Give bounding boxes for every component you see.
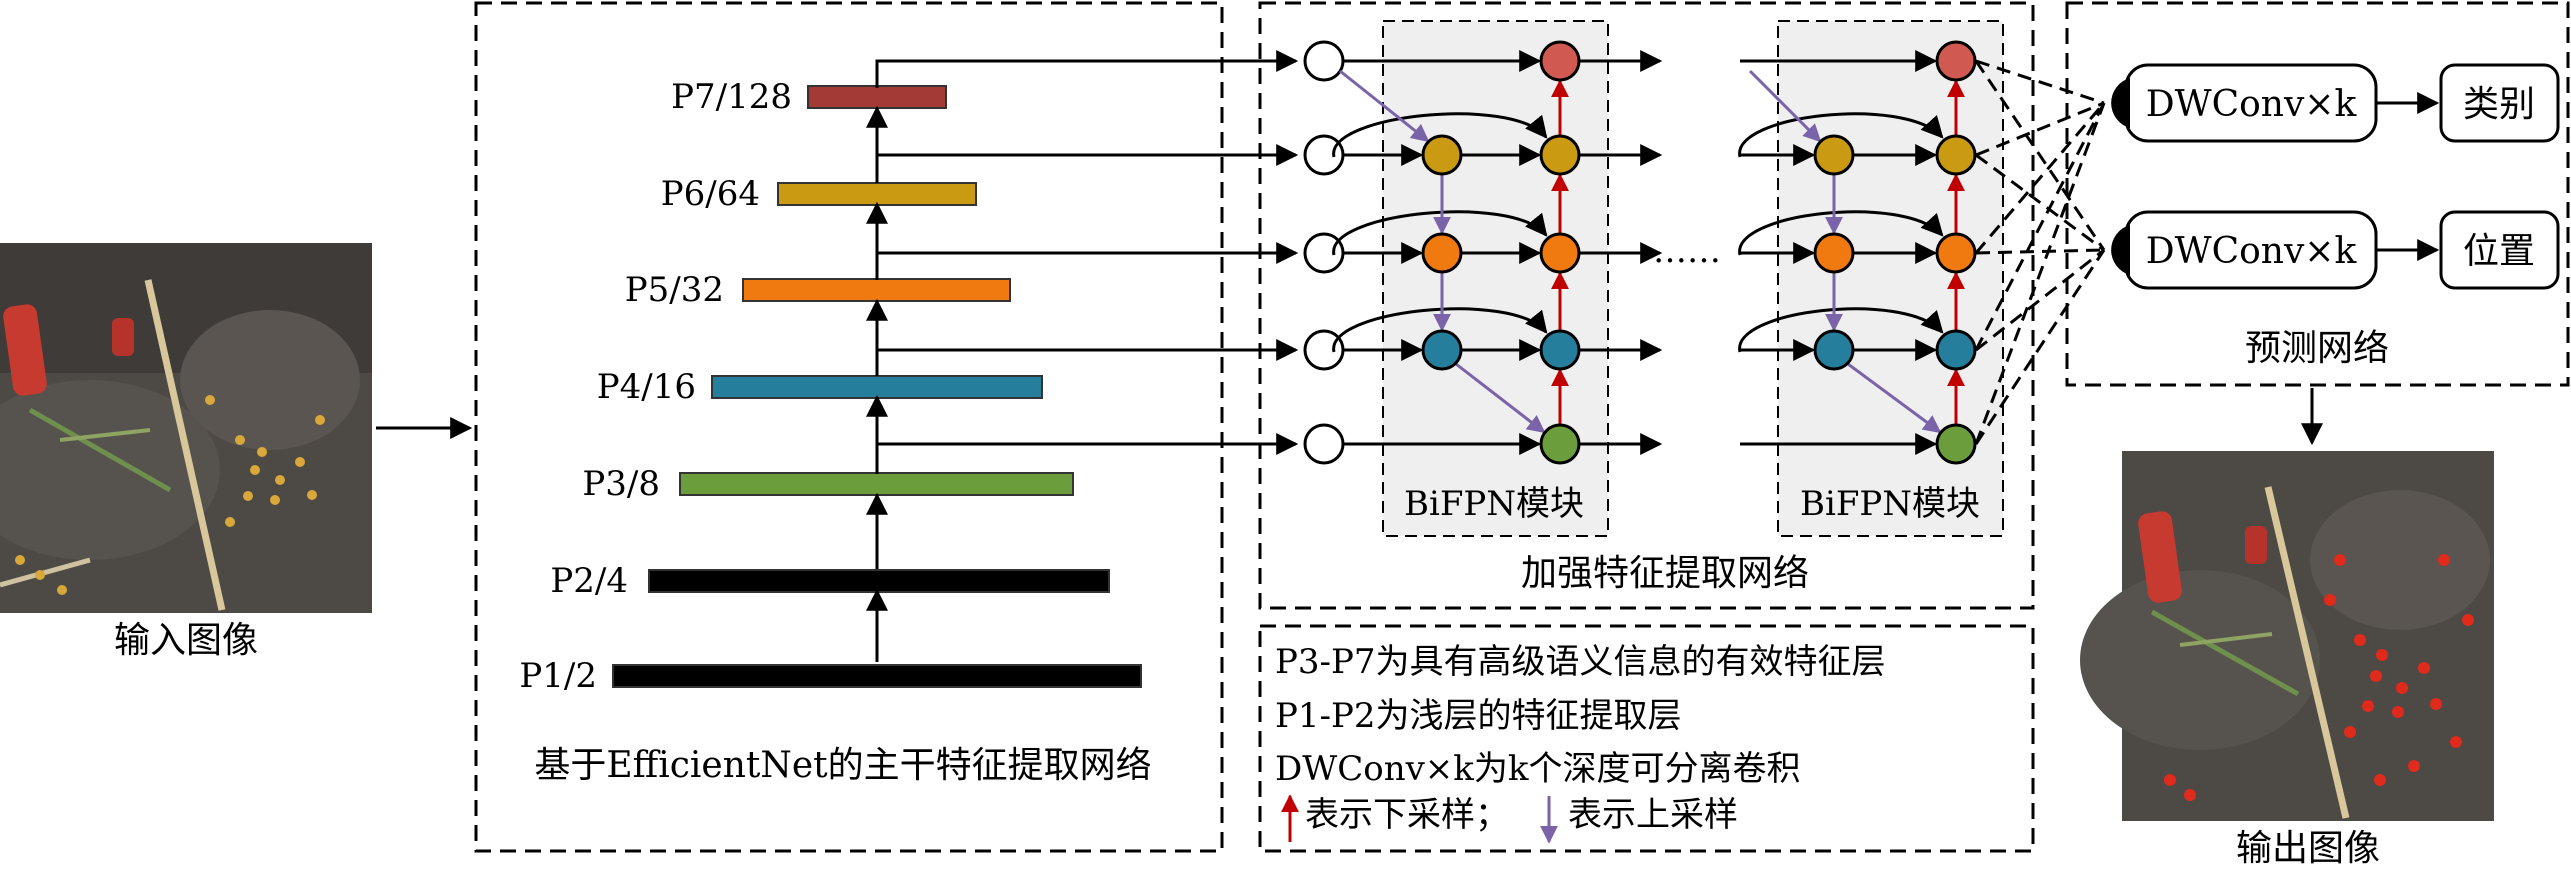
prediction-dash-line [1975, 101, 2105, 157]
bifpn-to-prediction-lines [1974, 59, 2106, 445]
legend-line-1: P3-P7为具有高级语义信息的有效特征层 [1275, 642, 1886, 682]
prediction-title: 预测网络 [2245, 328, 2389, 369]
connection-arrow [1847, 362, 1942, 434]
connection-arrow [1748, 69, 1822, 143]
class-label: 类别 [2463, 84, 2535, 125]
legend-line-3: DWConv×k为k个深度可分离卷积 [1275, 749, 1801, 789]
bifpn-mid-node [1421, 329, 1463, 371]
bifpn-mid-node [1421, 134, 1463, 176]
backbone-level-label: P6/64 [661, 174, 760, 214]
bifpn-out-node [1539, 232, 1581, 274]
backbone-bar-3 [742, 278, 1011, 302]
output-image [2080, 451, 2494, 821]
bifpn-out-node [1539, 40, 1581, 82]
input-node [1303, 40, 1345, 82]
backbone-bar-2 [777, 182, 977, 206]
backbone-bar-6 [648, 569, 1110, 593]
backbone-bar-7 [612, 664, 1142, 688]
dwconv-position-label: DWConv×k [2146, 231, 2358, 272]
bifpn-out-node [1935, 423, 1977, 465]
backbone-level-label: P2/4 [550, 561, 628, 601]
prediction-dash-line [1974, 60, 2106, 251]
bifpn-mid-node [1421, 232, 1463, 274]
prediction-dash-line [1975, 59, 2105, 105]
prediction-dash-line [1975, 153, 2105, 252]
bifpn-out-node [1539, 423, 1581, 465]
bifpn-out-node [1539, 329, 1581, 371]
bifpn-out-node [1935, 134, 1977, 176]
legend-frame [1258, 624, 2035, 853]
skip-connection [1332, 307, 1548, 353]
bifpn-graph [1303, 40, 1977, 465]
backbone-level-label: P7/128 [671, 77, 792, 117]
legend-down-text: 表示下采样； [1305, 795, 1509, 835]
backbone-frame [474, 1, 1224, 853]
merge-shape-position [2111, 225, 2130, 275]
input-caption: 输入图像 [114, 620, 258, 661]
backbone-level-label: P3/8 [582, 464, 660, 504]
backbone-to-bifpn-arrows [875, 50, 1299, 455]
legend-line-2: P1-P2为浅层的特征提取层 [1275, 696, 1682, 736]
backbone-bar-5 [679, 472, 1074, 496]
backbone-level-label: P5/32 [625, 270, 724, 310]
position-box [2439, 210, 2560, 290]
skip-connection [1738, 210, 1944, 256]
prediction-dash-line [1974, 249, 2106, 445]
prediction-dash-line [1974, 102, 2106, 254]
bifpn-title: 加强特征提取网络 [1521, 553, 1809, 594]
input-image [0, 243, 372, 613]
position-label: 位置 [2463, 231, 2535, 272]
backbone-level-label: P1/2 [519, 656, 597, 696]
prediction-dash-line [1974, 102, 2106, 351]
bifpn-block-2-label: BiFPN模块 [1800, 484, 1980, 524]
input-node [1303, 232, 1345, 274]
connection-arrow [1339, 69, 1430, 143]
skip-connection [1332, 112, 1548, 158]
input-node [1303, 329, 1345, 371]
bifpn-mid-node [1813, 329, 1855, 371]
backbone-bar-1 [807, 85, 947, 109]
output-caption: 输出图像 [2236, 828, 2380, 869]
bifpn-out-node [1539, 134, 1581, 176]
class-box [2439, 63, 2560, 143]
skip-connection [1738, 112, 1944, 158]
bifpn-mid-node [1813, 232, 1855, 274]
prediction-dash-line [1975, 248, 2105, 352]
prediction-dash-line [1974, 102, 2106, 445]
skip-connection [1738, 307, 1944, 353]
skip-connection [1332, 210, 1548, 256]
bifpn-out-node [1935, 232, 1977, 274]
bifpn-block-1 [1382, 20, 1609, 537]
bifpn-mid-node [1813, 134, 1855, 176]
backbone-level-label: P4/16 [597, 367, 696, 407]
bifpn-ellipsis: …… [1653, 231, 1721, 271]
input-node [1303, 423, 1345, 465]
legend-up-text: 表示上采样 [1568, 795, 1738, 835]
connection-arrow [1455, 362, 1546, 434]
dwconv-class-label: DWConv×k [2146, 84, 2358, 125]
backbone-bar-4 [711, 375, 1043, 399]
bifpn-block-1-label: BiFPN模块 [1404, 484, 1584, 524]
backbone-title: 基于EfficientNet的主干特征提取网络 [534, 745, 1151, 786]
merge-shape-class [2111, 78, 2130, 128]
input-node [1303, 134, 1345, 176]
bifpn-out-node [1935, 40, 1977, 82]
bifpn-out-node [1935, 329, 1977, 371]
